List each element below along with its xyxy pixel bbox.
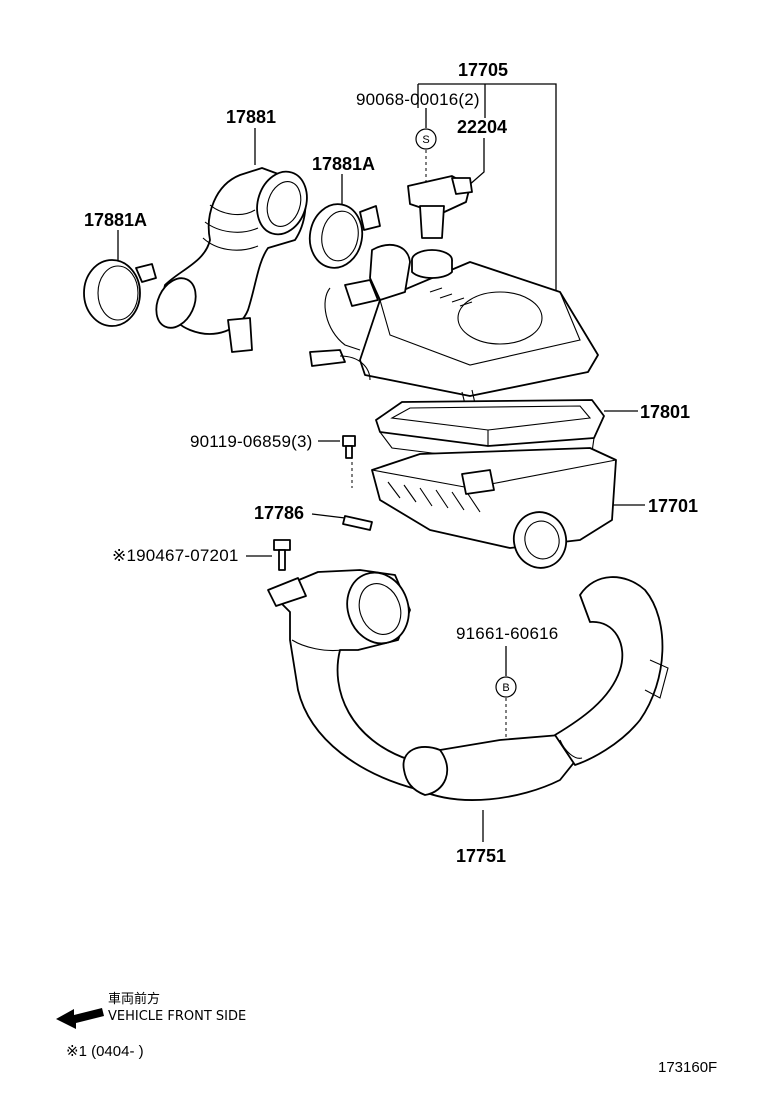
legend-english: VEHICLE FRONT SIDE [108,1009,246,1024]
callout-90467: ※190467-07201 [112,546,239,565]
intake-hose [155,167,308,353]
front-arrow-icon [56,1008,104,1029]
callout-17881A-right: 17881A [312,154,375,174]
callout-17786: 17786 [254,503,304,523]
callout-90119: 90119-06859(3) [190,432,313,451]
footnote: ※1 (0404- ) [66,1043,144,1060]
hose-clamp-right [308,203,381,269]
callout-91661: 91661-60616 [456,624,558,643]
bolt-90467 [273,539,291,571]
hose-clamp-left [83,259,157,327]
air-cleaner-cap [309,244,599,409]
intake-duct [267,569,669,801]
air-cleaner-case [371,447,617,569]
figure-code: 173160F [658,1059,717,1076]
symbol-s: S [415,128,437,150]
callout-17701: 17701 [648,496,698,516]
callout-17751: 17751 [456,846,506,866]
callout-17801: 17801 [640,402,690,422]
callout-17705: 17705 [458,60,508,80]
symbol-s-label: S [422,134,429,146]
clip-17786 [342,515,373,531]
symbol-b-label: B [502,682,509,694]
bolt-90119 [342,435,356,459]
legend-japanese: 車両前方 [108,991,160,1007]
callout-22204: 22204 [457,117,507,137]
vehicle-front-legend: 車両前方 VEHICLE FRONT SIDE ※1 (0404- ) [56,991,246,1060]
symbol-b: B [495,676,517,698]
air-flow-sensor [407,175,473,239]
callout-17881: 17881 [226,107,276,127]
air-filter-element [375,399,605,461]
callout-90068: 90068-00016(2) [356,90,480,109]
callout-17881A-left: 17881A [84,210,147,230]
